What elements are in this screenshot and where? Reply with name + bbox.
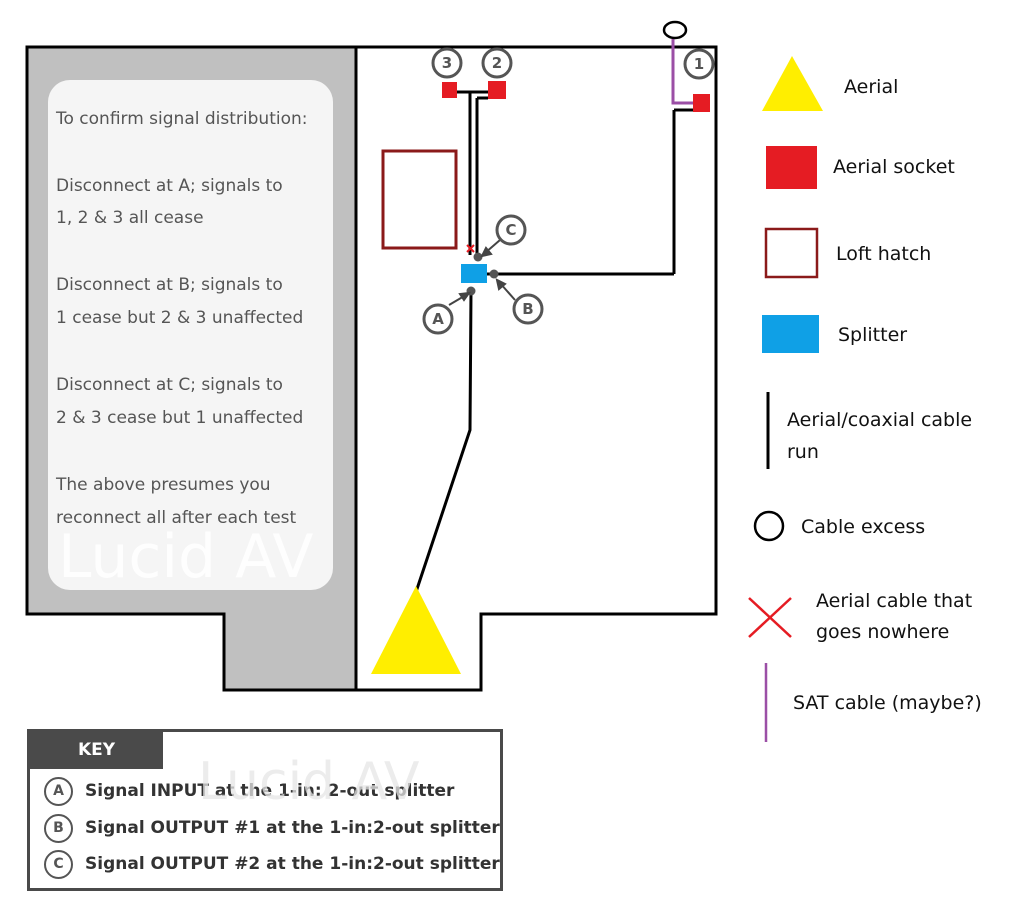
legend-nowhere-label: Aerial cable that xyxy=(816,590,973,612)
key-row-a: A Signal INPUT at the 1-in: 2-out splitt… xyxy=(44,775,454,807)
socket-3-badge: 3 xyxy=(431,47,463,79)
connection-point-c-dot xyxy=(473,252,483,262)
point-a-badge: A xyxy=(422,303,454,335)
legend-aerial-label: Aerial xyxy=(844,76,899,98)
legend-socket-label: Aerial socket xyxy=(833,156,955,178)
key-row-c: C Signal OUTPUT #2 at the 1-in:2-out spl… xyxy=(44,848,500,880)
key-badge-c: C xyxy=(44,849,73,879)
aerial-socket-3 xyxy=(442,82,457,98)
key-text-a: Signal INPUT at the 1-in: 2-out splitter xyxy=(85,781,455,801)
legend-nowhere-label-2: goes nowhere xyxy=(816,621,950,643)
instruction-line: Disconnect at C; signals to xyxy=(56,375,283,395)
svg-text:2: 2 xyxy=(492,54,502,72)
legend-excess-icon xyxy=(753,510,785,542)
instruction-line: reconnect all after each test xyxy=(56,508,297,528)
coax-cables xyxy=(414,90,695,593)
svg-text:3: 3 xyxy=(442,54,452,72)
svg-text:A: A xyxy=(432,310,444,328)
socket-1-badge: 1 xyxy=(683,48,715,80)
sat-cable-run xyxy=(671,36,695,105)
legend-cable-label-2: run xyxy=(787,441,819,463)
instruction-line: 1 cease but 2 & 3 unaffected xyxy=(56,308,304,328)
socket-2-badge: 2 xyxy=(481,47,513,79)
aerial-triangle xyxy=(371,586,461,674)
legend-hatch-icon xyxy=(764,227,819,279)
instructions-panel: To confirm signal distribution: Disconne… xyxy=(48,80,333,590)
instruction-line: Disconnect at B; signals to xyxy=(56,275,283,295)
cable-excess-loop xyxy=(662,20,688,40)
key-row-b: B Signal OUTPUT #1 at the 1-in:2-out spl… xyxy=(44,812,500,844)
legend-splitter-label: Splitter xyxy=(838,324,908,346)
aerial-socket-1 xyxy=(693,94,710,112)
legend-socket-icon xyxy=(766,146,817,189)
instruction-line: 2 & 3 cease but 1 unaffected xyxy=(56,408,304,428)
legend-aerial-icon xyxy=(762,56,823,111)
svg-text:C: C xyxy=(505,221,516,239)
dead-cable-marker xyxy=(466,244,475,253)
key-badge-a: A xyxy=(44,776,73,806)
legend-nowhere-icon xyxy=(748,597,792,638)
instruction-line: Disconnect at A; signals to xyxy=(56,176,283,196)
key-text-b: Signal OUTPUT #1 at the 1-in:2-out split… xyxy=(85,818,500,838)
svg-text:1: 1 xyxy=(694,55,704,73)
key-badge-b: B xyxy=(44,813,73,843)
point-c-badge: C xyxy=(495,214,527,246)
point-b-badge: B xyxy=(512,293,544,325)
legend-excess-label: Cable excess xyxy=(801,516,926,538)
instruction-line: 1, 2 & 3 all cease xyxy=(56,208,204,228)
key-box: KEY A Signal INPUT at the 1-in: 2-out sp… xyxy=(27,729,503,891)
legend-sat-label: SAT cable (maybe?) xyxy=(793,692,982,714)
point-leaders xyxy=(448,239,516,306)
splitter xyxy=(461,264,487,283)
house-outline xyxy=(354,45,718,692)
legend-hatch-label: Loft hatch xyxy=(836,243,932,265)
connection-point-b-dot xyxy=(489,269,499,279)
key-text-c: Signal OUTPUT #2 at the 1-in:2-out split… xyxy=(85,854,500,874)
aerial-socket-2 xyxy=(488,81,506,99)
key-title: KEY xyxy=(30,732,163,769)
svg-text:B: B xyxy=(522,300,533,318)
loft-hatch xyxy=(381,149,458,250)
instructions-heading: To confirm signal distribution: xyxy=(56,109,308,129)
instruction-line: The above presumes you xyxy=(56,475,271,495)
legend-splitter-icon xyxy=(762,315,819,353)
legend-cable-label: Aerial/coaxial cable xyxy=(787,409,973,431)
